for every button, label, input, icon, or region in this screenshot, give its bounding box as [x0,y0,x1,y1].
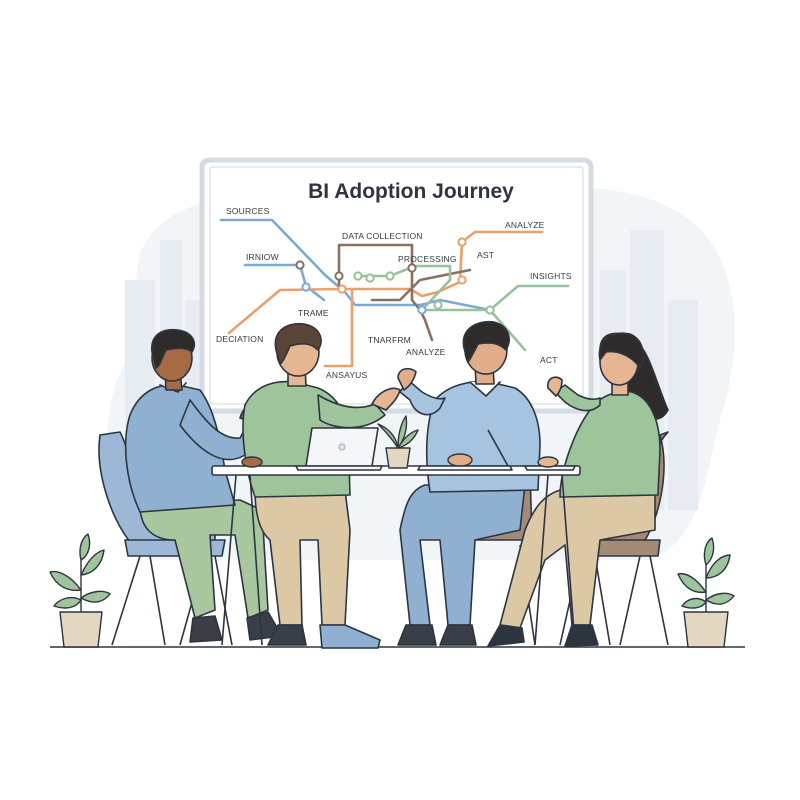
person-center-right-collar [469,381,501,397]
person-right-hand [546,376,563,397]
label-ansayus: ANSAYUS [326,370,368,380]
person-center-left-shoe [319,624,381,649]
person-right-hair [598,332,644,369]
person-center-right-hair [462,320,510,363]
brown-line [337,243,434,342]
station [407,263,417,273]
label-ast: AST [477,250,494,260]
station [365,273,375,283]
hands-on-table [241,453,559,468]
person-left [124,328,283,643]
floor-plant-left-pot [59,611,103,648]
person-center-right-legs [399,484,526,626]
laptop-left [295,427,383,471]
table-plant [377,415,419,469]
orange-line [227,230,544,335]
label-irniow: IRNIOW [246,252,279,262]
blue-branch [243,263,326,302]
laptop-far-right [523,465,577,471]
table-plant-pot [385,447,411,469]
metro-lines [219,218,570,368]
person-right-legs [499,489,656,629]
green-line [356,264,570,312]
station [485,305,495,315]
person-right-shoe [487,624,525,647]
person-left-hair [151,328,196,369]
floor-plant-right [677,537,735,648]
station [353,271,363,281]
station [385,271,395,281]
person-left-legs [139,499,269,619]
metro-labels: SOURCES IRNIOW DECIATION DATA COLLECTION… [216,206,572,380]
person-center-left-shoe [267,624,307,646]
station [457,275,467,285]
person-right [487,332,669,647]
label-deciation: DECIATION [216,334,263,344]
station [417,305,427,315]
station [433,300,443,310]
floor-plant-right-pot [683,611,729,648]
label-trame: TRAME [298,308,329,318]
person-center-left-hair [274,322,322,365]
person-center-right-hand [397,367,417,391]
station [301,282,311,292]
metro-stations [295,237,495,315]
whiteboard: BI Adoption Journey [199,157,594,414]
orange-branch [323,288,354,368]
label-analyze-top: ANALYZE [505,220,545,230]
brown-branch [370,268,472,302]
label-sources: SOURCES [226,206,270,216]
label-analyze-mid: ANALYZE [406,347,446,357]
green-branch [488,308,527,352]
person-left-shoe [189,615,223,643]
station [337,284,347,294]
person-right-arm [554,384,601,412]
person-center-left-hand [371,387,401,411]
label-processing: PROCESSING [398,254,457,264]
board-title: BI Adoption Journey [308,180,514,203]
station [457,237,467,247]
label-tnarfrm: TNARFRM [368,335,411,345]
label-act: ACT [540,355,558,365]
label-insights: INSIGHTS [530,271,572,281]
person-center-right-shoe [439,624,477,646]
person-center-right-shoe [397,624,437,646]
station [295,260,305,270]
laptop-right [417,429,513,471]
station [334,271,344,281]
floor-plant-left [49,533,111,648]
person-right-shoe [564,624,599,647]
label-data-collection: DATA COLLECTION [342,231,423,241]
person-center-left-arm [317,394,386,429]
